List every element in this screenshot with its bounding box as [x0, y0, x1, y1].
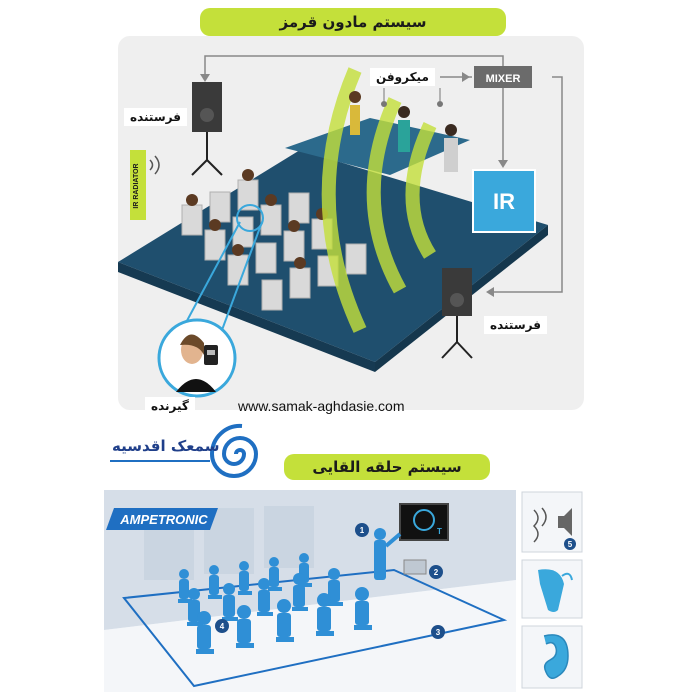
mixer-label: MIXER [486, 73, 521, 85]
speaker-icon [558, 508, 572, 536]
svg-text:4: 4 [220, 622, 225, 631]
loop-side-panels: 5 [521, 491, 583, 689]
callout-markers: 1 2 3 4 [215, 523, 445, 639]
ir-radiator [130, 150, 146, 220]
ir-diagram: IR MIXER IR RADIATOR [118, 55, 563, 398]
logo-underline [110, 460, 210, 462]
loop-amplifier [403, 559, 427, 575]
ir-emitter-label: IR [493, 189, 515, 214]
ir-emitter-box [472, 169, 536, 233]
ear-icon [543, 634, 569, 679]
microphone-label: میکروفن [370, 68, 435, 86]
callout-line [181, 221, 241, 331]
speaker-right [441, 268, 473, 359]
presenter-figure [374, 528, 402, 580]
transmitter-right-label: فرستنده [484, 316, 547, 334]
callout-2 [429, 565, 443, 579]
ampetronic-label: AMPETRONIC [119, 512, 208, 527]
audience-figures [178, 553, 372, 654]
ir-system-title: سیستم مادون قرمز [200, 8, 506, 36]
ir-waves [321, 67, 437, 333]
ir-radiator-label: IR RADIATOR [133, 163, 140, 208]
svg-text:1: 1 [360, 526, 365, 535]
logo-swirl-icon [209, 423, 259, 478]
callout-5: 5 [568, 540, 573, 549]
loop-system-title: سیستم حلقه القایی [284, 454, 490, 480]
mixer-box [474, 66, 532, 88]
transmitter-left-label: فرستنده [124, 108, 187, 126]
hearing-aid-icon [538, 569, 564, 612]
presenters [349, 91, 458, 172]
ampetronic-badge [106, 508, 218, 530]
svg-text:3: 3 [436, 628, 441, 637]
logo-text: سمعک اقدسیه [112, 437, 220, 455]
microphones [381, 88, 443, 107]
speaker-left [191, 82, 223, 176]
audience [186, 169, 328, 269]
callout-1 [355, 523, 369, 537]
svg-text:T: T [437, 527, 442, 536]
svg-text:2: 2 [434, 568, 439, 577]
receiver-label: گیرنده [145, 397, 195, 415]
website-url[interactable]: www.samak-aghdasie.com [238, 398, 405, 414]
callout-3 [431, 625, 445, 639]
loop-diagram: T AMPETRONIC 1 2 3 4 [104, 490, 516, 692]
callout-4 [215, 619, 229, 633]
